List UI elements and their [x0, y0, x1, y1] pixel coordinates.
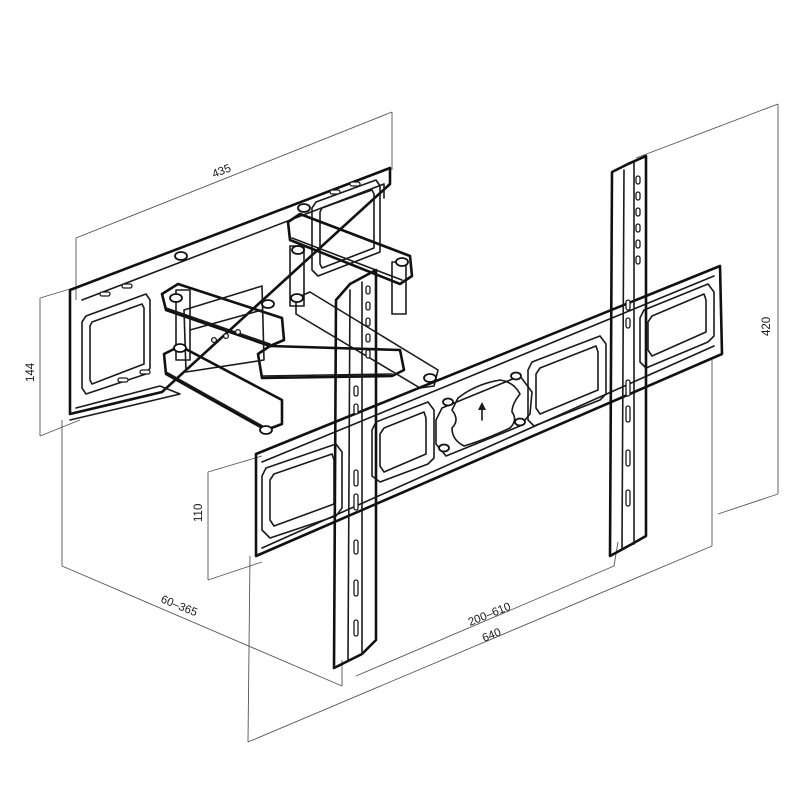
dim-label-200-610: 200–610: [467, 601, 513, 629]
tv-strap-left: [332, 268, 378, 670]
arrow-up-icon: [478, 402, 486, 421]
swing-arms: [160, 203, 439, 435]
dim-label-435: 435: [211, 162, 233, 180]
tv-bracket-rail: [254, 264, 724, 558]
dimension-lines: [39, 103, 779, 743]
dim-label-60-365: 60–365: [159, 594, 199, 620]
dim-label-144: 144: [25, 362, 37, 382]
dim-label-640: 640: [481, 626, 503, 644]
dim-label-110: 110: [193, 504, 205, 522]
dim-label-420: 420: [761, 317, 773, 336]
tv-strap-right: [608, 154, 648, 558]
